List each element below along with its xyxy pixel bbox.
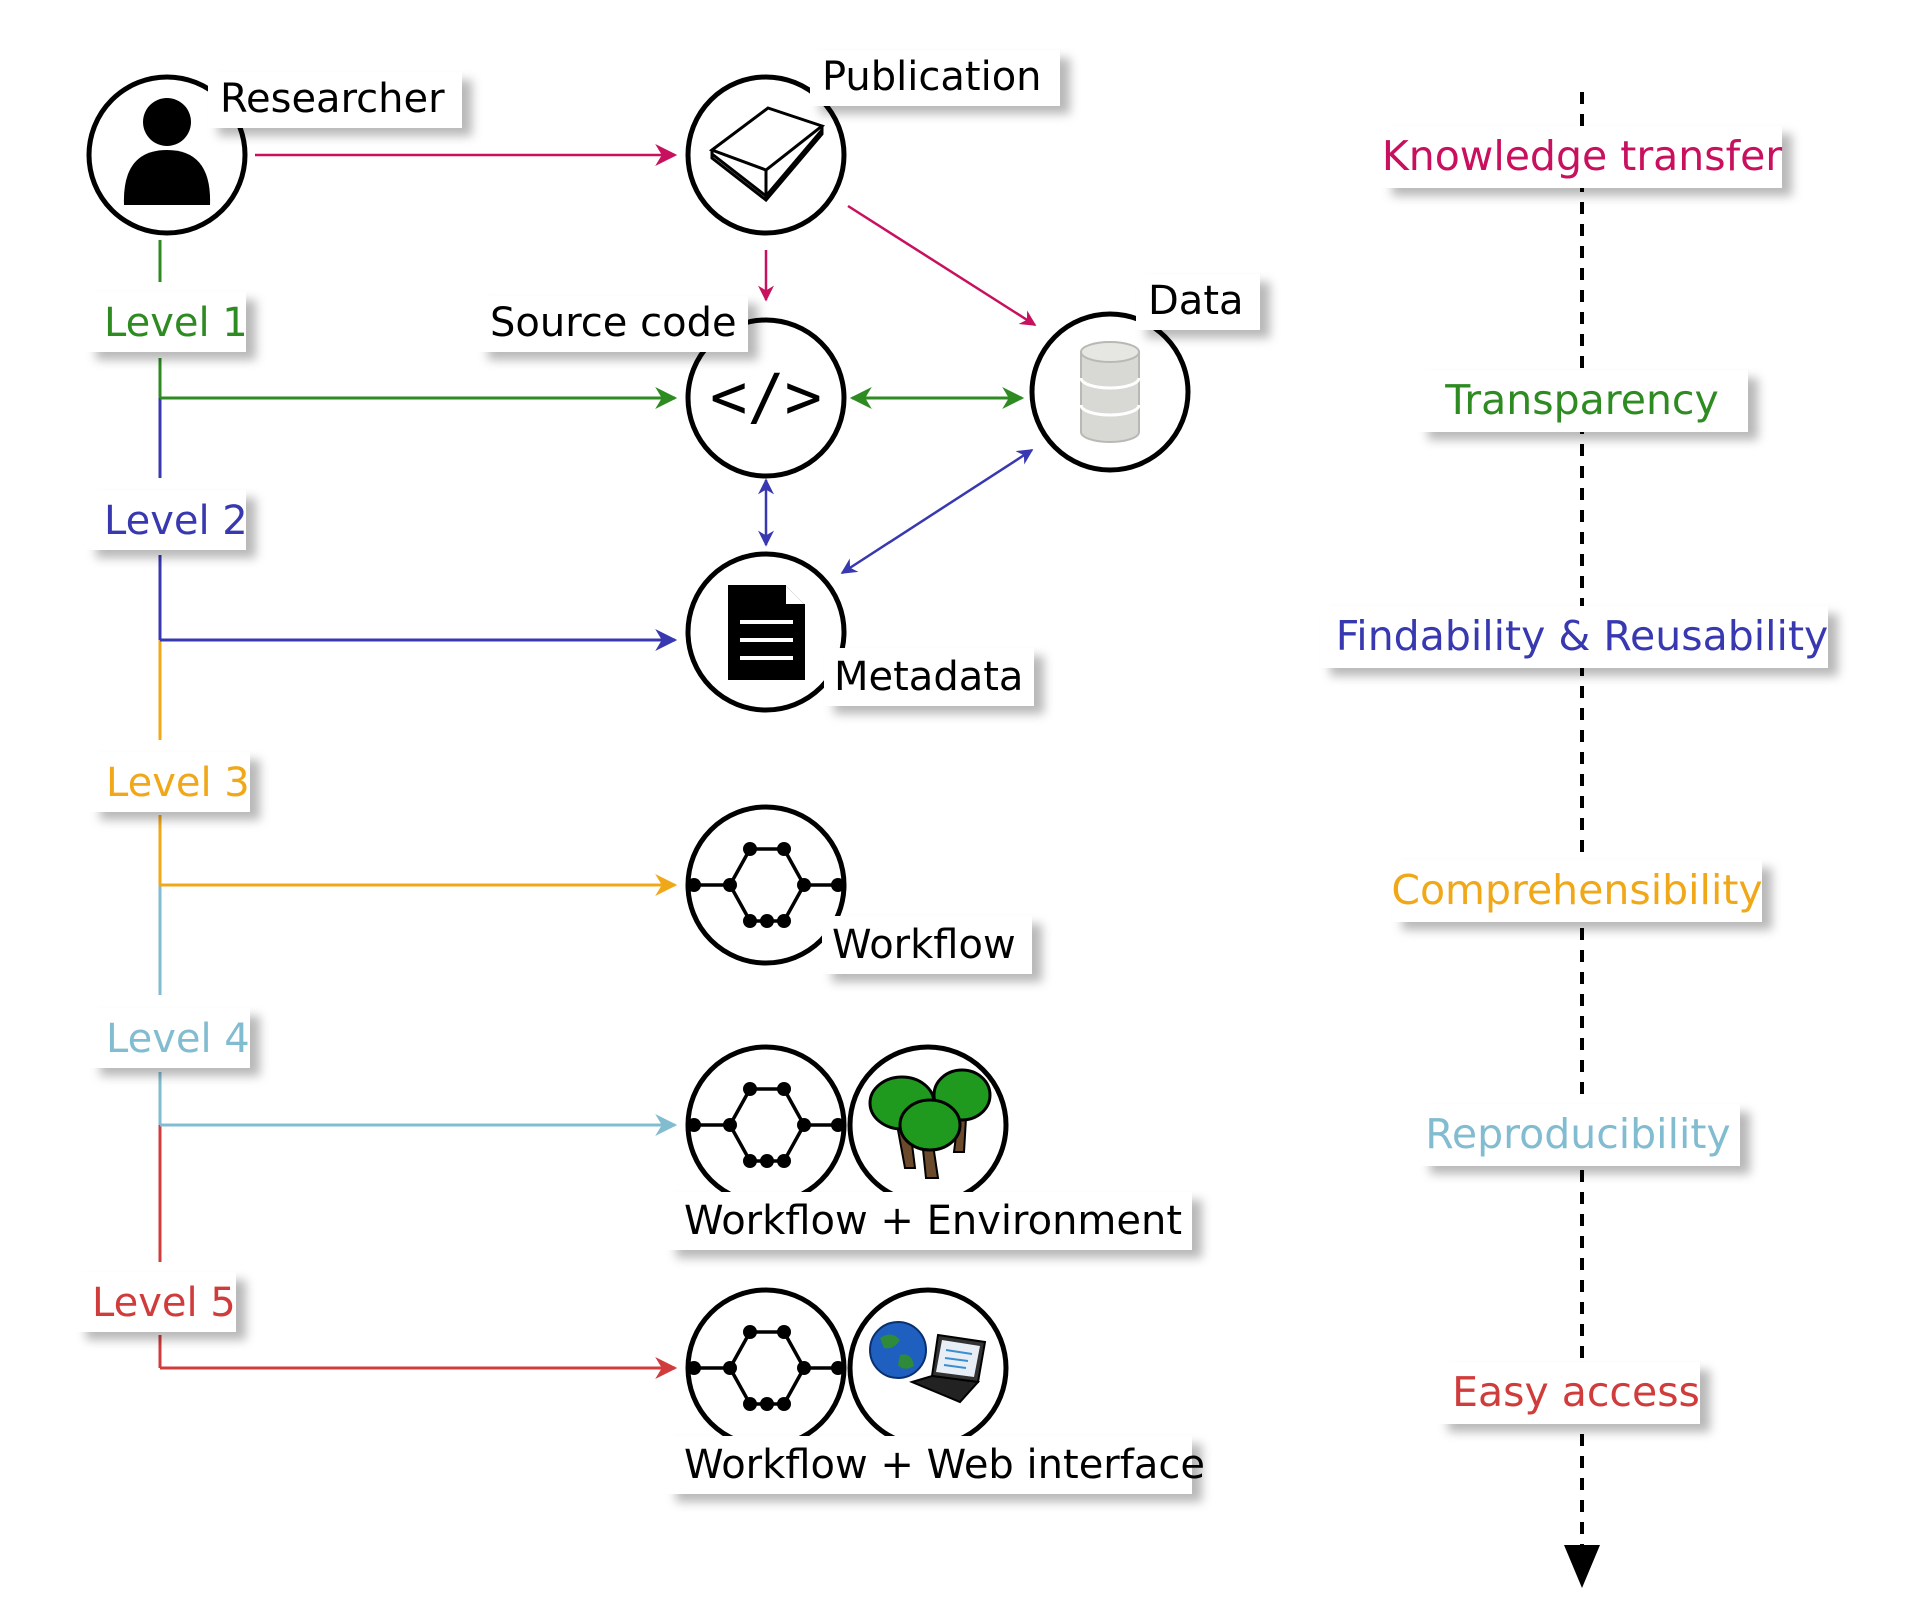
principle-knowledge-transfer: Knowledge transfer — [1382, 126, 1782, 188]
level-4-text: Level 4 — [106, 1016, 250, 1062]
person-icon — [123, 98, 211, 205]
trees-icon — [868, 1068, 992, 1179]
workflow-label-text: Workflow — [832, 922, 1016, 968]
principle-transparency-text: Transparency — [1444, 376, 1718, 424]
researcher-label: Researcher — [208, 72, 462, 128]
workflow-environment-label: Workflow + Environment — [666, 1192, 1192, 1250]
principle-comprehensibility: Comprehensibility — [1391, 860, 1763, 922]
environment-node — [847, 1044, 1009, 1206]
source-code-label: Source code — [478, 296, 748, 352]
web-interface-node — [847, 1287, 1009, 1449]
progression-arrow — [1564, 92, 1600, 1588]
workflow-label: Workflow — [822, 916, 1032, 974]
book-icon — [708, 106, 826, 203]
level-1-text: Level 1 — [104, 300, 248, 346]
level-5-text: Level 5 — [92, 1280, 236, 1326]
level-2-text: Level 2 — [104, 498, 248, 544]
principle-reproducibility: Reproducibility — [1420, 1104, 1740, 1166]
publication-node — [685, 74, 847, 236]
workflow-environment-label-text: Workflow + Environment — [684, 1198, 1182, 1244]
data-node — [1029, 311, 1191, 473]
principle-easy-access-text: Easy access — [1452, 1368, 1700, 1416]
workflow-web-label: Workflow + Web interface — [666, 1436, 1205, 1494]
source-code-node: </> — [685, 317, 847, 479]
database-icon — [1079, 341, 1141, 443]
principle-findability-reusability-text: Findability & Reusability — [1336, 612, 1829, 660]
principle-transparency: Transparency — [1418, 370, 1748, 432]
workflow-icon — [687, 1047, 845, 1203]
source-code-label-text: Source code — [490, 300, 737, 346]
globe-laptop-icon — [869, 1321, 987, 1404]
level-2-label: Level 2 — [86, 490, 248, 550]
data-label: Data — [1136, 274, 1260, 330]
node-labels: Researcher Publication Source code Data … — [208, 50, 1260, 1494]
publication-label: Publication — [810, 50, 1060, 106]
principle-easy-access: Easy access — [1438, 1362, 1700, 1424]
principle-comprehensibility-text: Comprehensibility — [1391, 866, 1762, 914]
principle-findability-reusability: Findability & Reusability — [1320, 606, 1828, 668]
level-5-label: Level 5 — [76, 1272, 236, 1332]
document-icon — [728, 585, 805, 680]
level-3-label: Level 3 — [90, 752, 250, 812]
researcher-node — [86, 74, 248, 236]
principle-knowledge-transfer-text: Knowledge transfer — [1382, 132, 1782, 180]
level-labels: Level 1 Level 2 Level 3 Level 4 Level 5 — [76, 292, 250, 1332]
researcher-label-text: Researcher — [220, 76, 445, 122]
code-icon: </> — [710, 360, 822, 433]
relation-arrows — [758, 387, 1034, 575]
principle-labels: Knowledge transfer Transparency Findabil… — [1320, 126, 1828, 1424]
workflow-icon — [687, 807, 845, 963]
level-4-label: Level 4 — [90, 1008, 250, 1068]
metadata-label-text: Metadata — [834, 654, 1023, 700]
level-arrows — [160, 387, 678, 1379]
metadata-node — [685, 551, 847, 713]
principle-reproducibility-text: Reproducibility — [1425, 1110, 1730, 1158]
workflow-icon — [687, 1290, 845, 1446]
publication-label-text: Publication — [822, 54, 1042, 100]
data-label-text: Data — [1148, 278, 1244, 324]
level-1-label: Level 1 — [86, 292, 248, 352]
workflow-web-label-text: Workflow + Web interface — [684, 1442, 1205, 1488]
metadata-label: Metadata — [824, 648, 1034, 706]
knowledge-arrows — [255, 144, 1037, 327]
level-3-text: Level 3 — [106, 760, 250, 806]
